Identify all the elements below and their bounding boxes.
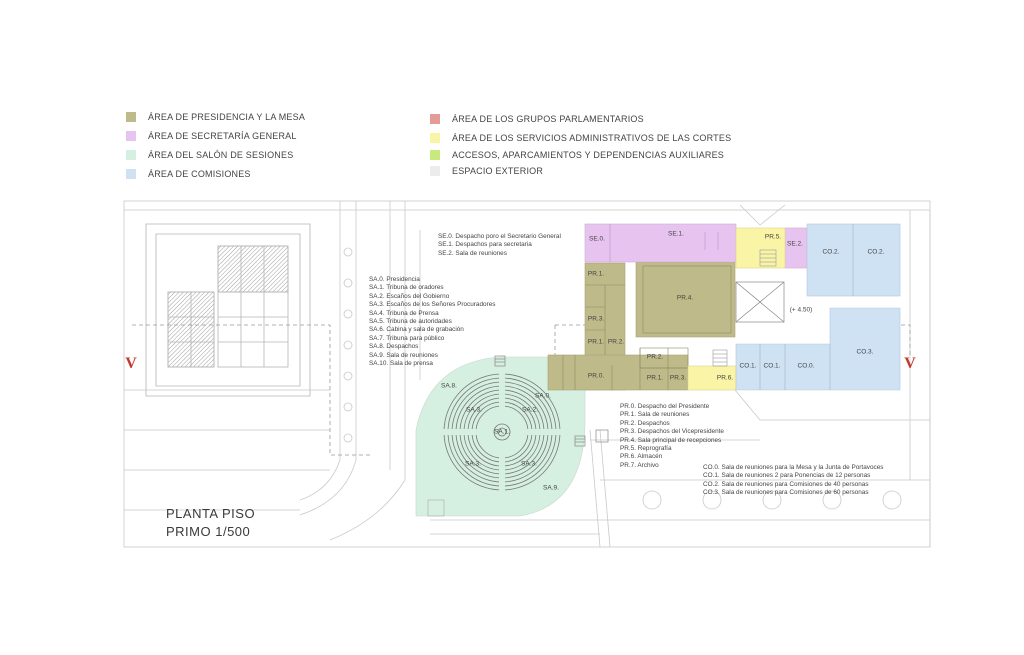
room-label: CO.3.: [857, 349, 874, 356]
hemicycle-aisles: [438, 368, 566, 496]
courtyard: [494, 281, 785, 447]
key-line: SA.7. Tribuna para público: [369, 334, 445, 342]
legend-item: ÁREA DE LOS GRUPOS PARLAMENTARIOS: [430, 112, 644, 126]
room-label: PR.3.: [588, 316, 604, 323]
room-label: CO.1.: [764, 363, 781, 370]
admin-services-area: [687, 227, 786, 391]
key-line: CO.1. Sala de reuniones 2 para Ponencias…: [703, 472, 871, 480]
key-line: PR.5. Reprografía: [620, 444, 672, 452]
legend-label: ACCESOS, APARCAMIENTOS Y DEPENDENCIAS AU…: [452, 150, 725, 160]
key-line: SA.2. Escaños del Gobierno: [369, 292, 450, 300]
room-label: SE.2.: [787, 241, 803, 248]
key-line: PR.3. Despachos del Vicepresidente: [620, 428, 724, 436]
room-label: SA.3.: [466, 407, 482, 414]
key-line: CO.0. Sala de reuniones para la Mesa y l…: [703, 464, 884, 471]
legend-item: ÁREA DE LOS SERVICIOS ADMINISTRATIVOS DE…: [430, 131, 731, 145]
room-label: SA.9.: [543, 485, 559, 492]
legend-swatch: [126, 131, 136, 141]
key-line: PR.2. Despachos: [620, 419, 670, 427]
level-label: (+ 4.50): [790, 307, 813, 314]
key-line: PR.1. Sala de reuniones: [620, 411, 690, 419]
legend-item: ESPACIO EXTERIOR: [430, 164, 543, 178]
room-label: SE.1.: [668, 231, 684, 238]
room-label: PR.1.: [588, 339, 604, 346]
legend-label: ÁREA DE PRESIDENCIA Y LA MESA: [148, 112, 306, 122]
key-line: PR.7. Archivo: [620, 461, 659, 469]
legend-item: ACCESOS, APARCAMIENTOS Y DEPENDENCIAS AU…: [430, 148, 724, 162]
legend-swatch: [126, 169, 136, 179]
section-marker-right: V: [904, 355, 916, 372]
key-line: PR.4. Sala principal de recepciones: [620, 436, 722, 444]
secretariat-key: SE.0. Despacho poro el Secretario Genera…: [438, 233, 561, 258]
legend-item: ÁREA DEL SALÓN DE SESIONES: [126, 148, 293, 162]
key-line: SA.1. Tribuna de oradores: [369, 284, 444, 292]
legend-label: ÁREA DE SECRETARÍA GENERAL: [148, 131, 297, 141]
room-label: PR.1.: [588, 271, 604, 278]
key-line: SE.0. Despacho poro el Secretario Genera…: [438, 233, 561, 240]
room-label: PR.0.: [588, 373, 604, 380]
legend-item: ÁREA DE SECRETARÍA GENERAL: [126, 129, 297, 143]
room-label: PR.4.: [677, 295, 693, 302]
room-label: SA.0.: [535, 393, 551, 400]
key-line: SA.6. Cabina y sala de grabación: [369, 326, 464, 334]
legend-item: ÁREA DE PRESIDENCIA Y LA MESA: [126, 110, 305, 124]
section-marker-left: V: [125, 355, 137, 372]
room-label: CO.2.: [823, 249, 840, 256]
legend-swatch: [430, 133, 440, 143]
commissions-area: [735, 223, 901, 391]
room-label: PR.2.: [647, 354, 663, 361]
key-line: SA.0. Presidencia: [369, 276, 420, 283]
legend-item: ÁREA DE COMISIONES: [126, 167, 251, 181]
legend-label: ÁREA DE LOS SERVICIOS ADMINISTRATIVOS DE…: [452, 133, 732, 143]
room-label: SA.3.: [521, 461, 537, 468]
key-line: SA.9. Sala de reuniones: [369, 351, 438, 359]
key-line: SA.4. Tribuna de Prensa: [369, 309, 439, 317]
key-line: SE.2. Sala de reuniones: [438, 249, 507, 257]
room-label: PR.2.: [608, 339, 624, 346]
legend-label: ESPACIO EXTERIOR: [452, 166, 544, 176]
room-label: SA.1.: [494, 429, 510, 436]
key-line: SA.3. Escaños de los Señores Procuradore…: [369, 301, 496, 309]
plan-title-line1: PLANTA PISO: [166, 506, 256, 521]
presidency-key: PR.0. Despacho del Presidente PR.1. Sala…: [620, 403, 724, 470]
key-line: PR.0. Despacho del Presidente: [620, 403, 710, 410]
key-line: PR.6. Almacén: [620, 453, 663, 461]
legend-label: ÁREA DE COMISIONES: [148, 169, 251, 179]
room-label: SE.0.: [589, 236, 605, 243]
legend-label: ÁREA DEL SALÓN DE SESIONES: [148, 150, 294, 160]
room-label: PR.3.: [670, 375, 686, 382]
key-line: CO.3. Sala de reuniones para Comisiones …: [703, 489, 869, 497]
site-circles: [343, 247, 902, 510]
legend-label: ÁREA DE LOS GRUPOS PARLAMENTARIOS: [452, 114, 644, 124]
room-label: CO.2.: [868, 249, 885, 256]
site-lines: [123, 200, 931, 548]
left-building: [145, 223, 311, 397]
key-line: SA.8. Despachos: [369, 343, 419, 351]
key-line: SA.5. Tribuna de autoridades: [369, 317, 452, 325]
legend-swatch: [126, 112, 136, 122]
key-line: SE.1. Despachos para secretaria: [438, 241, 532, 249]
room-label: CO.1.: [740, 363, 757, 370]
room-label: SA.8.: [441, 383, 457, 390]
room-label: SA.3.: [465, 461, 481, 468]
key-line: CO.2. Sala de reuniones para Comisiones …: [703, 480, 869, 488]
room-label: SA.2.: [522, 407, 538, 414]
room-label: CO.0.: [798, 363, 815, 370]
room-labels: SE.0. SE.1. SE.2. PR.5. PR.1. PR.3. PR.1…: [441, 231, 885, 492]
plan-title-line2: PRIMO 1/500: [166, 524, 251, 539]
room-label: PR.1.: [647, 375, 663, 382]
key-line: SA.10. Sala de prensa: [369, 359, 433, 367]
legend-swatch: [430, 150, 440, 160]
room-label: PR.6.: [717, 375, 733, 382]
room-label: PR.5.: [765, 234, 781, 241]
legend-swatch: [430, 166, 440, 176]
legend-swatch: [430, 114, 440, 124]
legend-swatch: [126, 150, 136, 160]
presidency-area: [547, 261, 736, 391]
commissions-key: CO.0. Sala de reuniones para la Mesa y l…: [703, 464, 883, 498]
session-hall-key: SA.0. Presidencia SA.1. Tribuna de orado…: [369, 276, 495, 368]
